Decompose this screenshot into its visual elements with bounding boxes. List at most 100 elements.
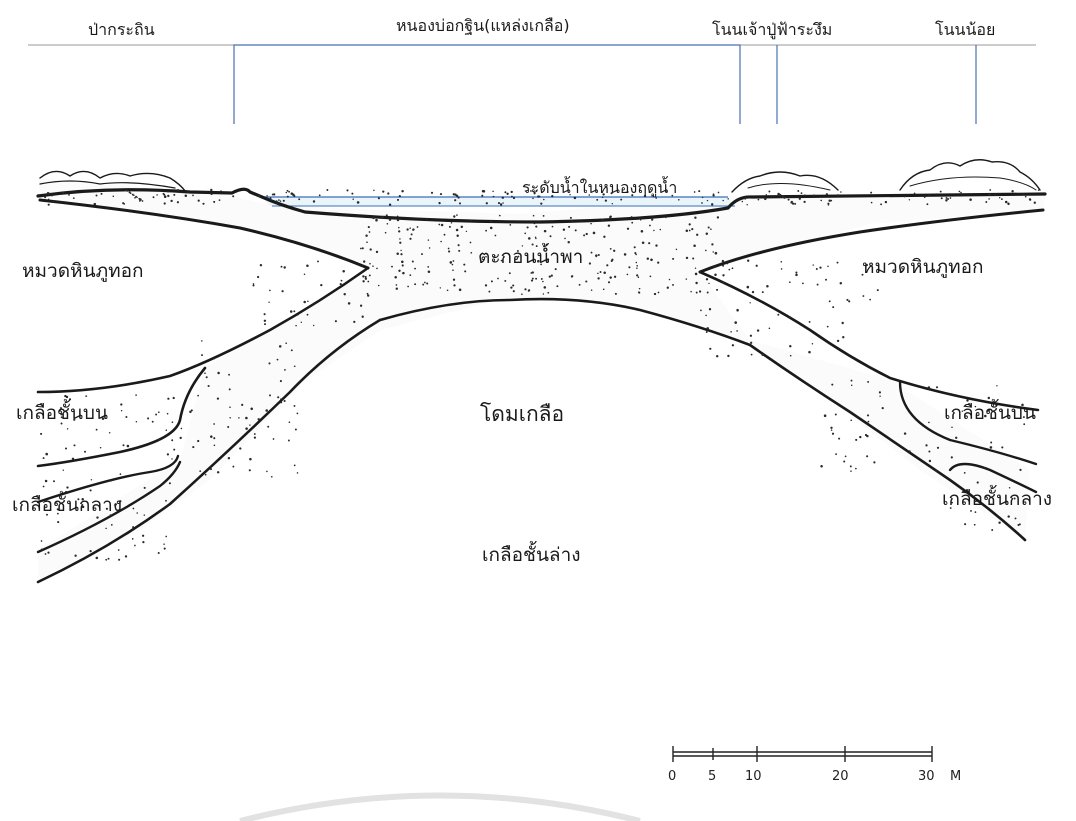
- stipple-dot: [639, 288, 641, 290]
- stipple-dot: [429, 247, 430, 248]
- stipple-dot: [975, 511, 977, 513]
- stipple-dot: [47, 552, 49, 554]
- label-upper-salt-right: เกลือชั้นบน: [944, 404, 1036, 423]
- stipple-dot: [171, 458, 172, 459]
- stipple-dot: [396, 253, 398, 255]
- stipple-dot: [245, 427, 248, 430]
- stipple-dot: [597, 273, 599, 275]
- stipple-dot: [69, 398, 71, 400]
- stipple-dot: [440, 287, 441, 288]
- stipple-dot: [827, 326, 829, 328]
- stipple-dot: [832, 306, 834, 308]
- stipple-dot: [655, 197, 656, 198]
- stipple-dot: [402, 272, 405, 275]
- stipple-dot: [428, 271, 431, 274]
- stipple-dot: [464, 270, 466, 272]
- stipple-dot: [412, 260, 414, 262]
- stipple-dot: [924, 196, 926, 198]
- stipple-dot: [964, 523, 966, 525]
- stipple-dot: [789, 345, 791, 347]
- stipple-dot: [169, 482, 171, 484]
- stipple-dot: [795, 271, 797, 273]
- stipple-dot: [695, 273, 698, 276]
- stipple-dot: [817, 284, 819, 286]
- stipple-dot: [1038, 189, 1039, 190]
- stipple-dot: [711, 203, 713, 205]
- stipple-dot: [254, 433, 256, 435]
- stipple-dot: [232, 466, 234, 468]
- stipple-dot: [285, 342, 287, 344]
- vegetation-right: [900, 160, 1040, 190]
- stipple-dot: [396, 287, 398, 289]
- stipple-dot: [904, 432, 906, 434]
- stipple-dot: [820, 465, 823, 468]
- stipple-dot: [994, 194, 996, 196]
- stipple-dot: [268, 302, 269, 303]
- stipple-dot: [716, 289, 718, 291]
- stipple-dot: [253, 283, 255, 285]
- stipple-dot: [258, 418, 260, 420]
- stipple-dot: [848, 300, 850, 302]
- stipple-dot: [789, 281, 791, 283]
- stipple-dot: [181, 428, 183, 430]
- stipple-dot: [552, 226, 554, 228]
- stipple-dot: [228, 374, 230, 376]
- stipple-dot: [214, 358, 216, 360]
- label-middle-salt-right: เกลือชั้นกลาง: [942, 490, 1052, 509]
- stipple-dot: [266, 471, 268, 473]
- stipple-dot: [459, 202, 461, 204]
- stipple-dot: [286, 192, 288, 194]
- stipple-dot: [94, 203, 97, 206]
- stipple-dot: [1019, 523, 1021, 525]
- stipple-dot: [695, 268, 696, 269]
- stipple-dot: [694, 217, 696, 219]
- stipple-dot: [951, 456, 953, 458]
- stipple-dot: [111, 524, 113, 526]
- stipple-dot: [217, 372, 220, 375]
- stipple-dot: [414, 268, 416, 270]
- stipple-dot: [288, 440, 290, 442]
- stipple-dot: [100, 447, 101, 448]
- stipple-dot: [466, 231, 467, 232]
- stipple-dot: [727, 355, 729, 357]
- stipple-dot: [540, 202, 542, 204]
- stipple-dot: [409, 274, 411, 276]
- stipple-dot: [197, 440, 199, 442]
- stipple-dot: [180, 192, 181, 193]
- stipple-dot: [228, 457, 230, 459]
- stipple-dot: [214, 444, 216, 446]
- stipple-dot: [928, 450, 930, 452]
- stipple-dot: [353, 321, 355, 323]
- stipple-dot: [210, 435, 213, 438]
- stipple-dot: [555, 268, 557, 270]
- vegetation-mid: [732, 172, 838, 192]
- stipple-dot: [596, 199, 598, 201]
- stipple-dot: [678, 199, 680, 201]
- stipple-dot: [631, 222, 633, 224]
- stipple-dot: [764, 198, 767, 201]
- stipple-dot: [665, 217, 666, 218]
- stipple-dot: [147, 417, 149, 419]
- stipple-dot: [61, 201, 63, 203]
- stipple-dot: [825, 279, 827, 281]
- stipple-dot: [490, 221, 492, 223]
- stipple-dot: [826, 193, 828, 195]
- stipple-dot: [229, 417, 231, 419]
- stipple-dot: [929, 460, 931, 462]
- stipple-dot: [372, 217, 375, 220]
- stipple-dot: [571, 220, 573, 222]
- stipple-dot: [605, 199, 607, 201]
- stipple-dot: [747, 204, 748, 205]
- stipple-dot: [1005, 201, 1008, 204]
- stipple-dot: [1019, 469, 1021, 471]
- stipple-dot: [686, 230, 689, 233]
- stipple-dot: [123, 203, 125, 205]
- stipple-dot: [453, 284, 455, 286]
- stipple-dot: [990, 446, 993, 449]
- stipple-dot: [245, 417, 248, 420]
- stipple-dot: [72, 458, 74, 460]
- stipple-dot: [524, 233, 526, 235]
- stipple-dot: [142, 535, 144, 537]
- stipple-dot: [422, 284, 424, 286]
- stipple-dot: [909, 450, 911, 452]
